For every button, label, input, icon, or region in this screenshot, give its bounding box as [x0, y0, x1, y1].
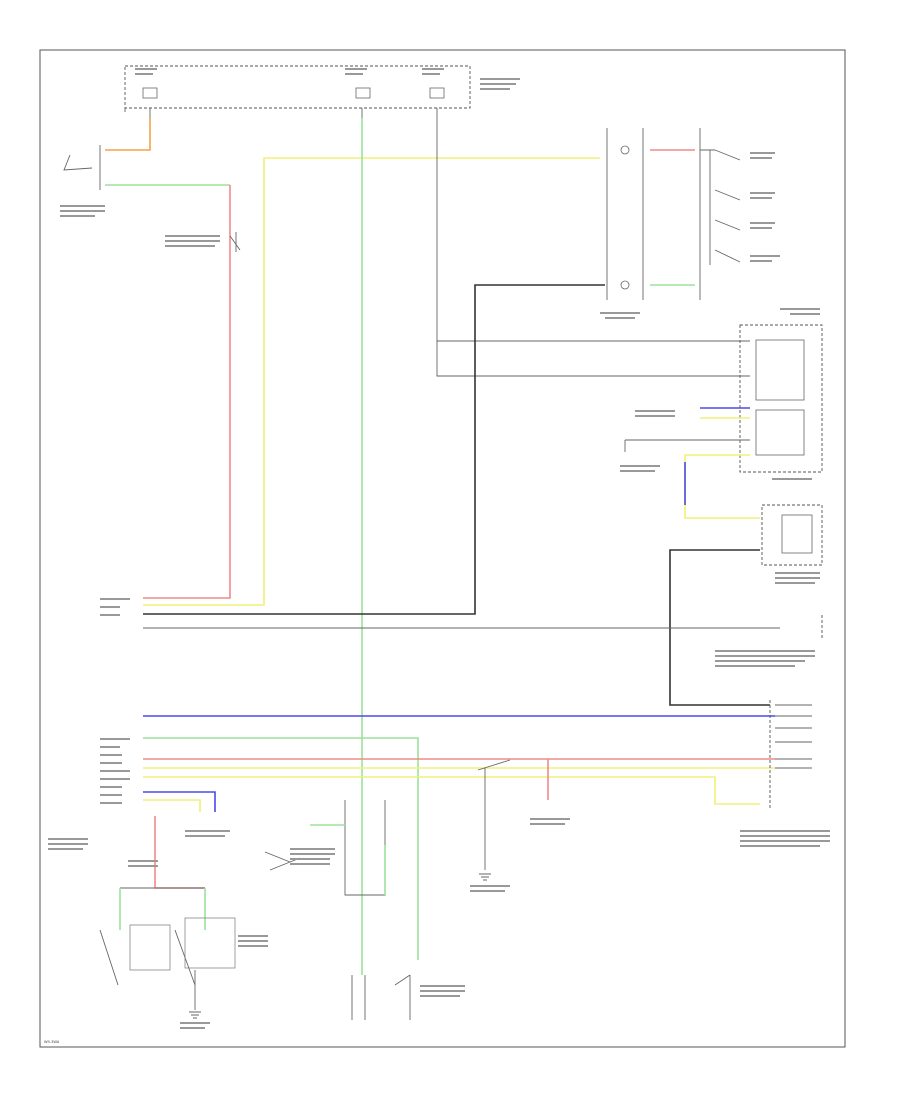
diagram-frame	[39, 49, 846, 1048]
page-code: W9-3WA	[44, 1040, 60, 1044]
fuse-2	[355, 87, 371, 99]
fuse-box-top	[124, 65, 471, 118]
wire-black-cruise-ground	[624, 439, 750, 452]
label-cluster	[48, 68, 830, 1029]
wire-grey-fuse3	[436, 118, 750, 377]
clutch-switch	[229, 232, 241, 252]
wire-orange-stoplamp-feed	[105, 118, 151, 151]
wire-yellow-vss	[684, 454, 760, 519]
wire-yellow-ecm-2	[143, 776, 760, 805]
cruise-control-unit	[739, 324, 823, 473]
wire-blue-ecm-2	[143, 791, 216, 812]
fuse-1	[142, 87, 158, 99]
wire-black-combo-ground	[143, 284, 605, 615]
wire-yellow-cruise-main	[143, 157, 600, 606]
wire-red-ecm-lower	[154, 816, 205, 889]
ground-center-symbol	[479, 873, 491, 881]
tcm-connector-right	[769, 700, 812, 810]
brake-pedal-switch	[351, 974, 411, 1020]
switch-center	[477, 759, 511, 771]
wire-green-ecm	[143, 737, 419, 960]
clutch-interlock-switch	[264, 800, 386, 896]
wire-black-vss-tcm	[669, 549, 770, 706]
vehicle-speed-sensor	[761, 504, 823, 566]
neutral-switch-assembly	[99, 887, 236, 1019]
wire-red-brake-signal	[143, 185, 231, 599]
wire-yellow-ecm-3	[143, 799, 201, 812]
fuse-3	[429, 87, 445, 99]
cruise-combination-switch	[606, 128, 741, 300]
stoplamp-switch	[63, 145, 101, 190]
